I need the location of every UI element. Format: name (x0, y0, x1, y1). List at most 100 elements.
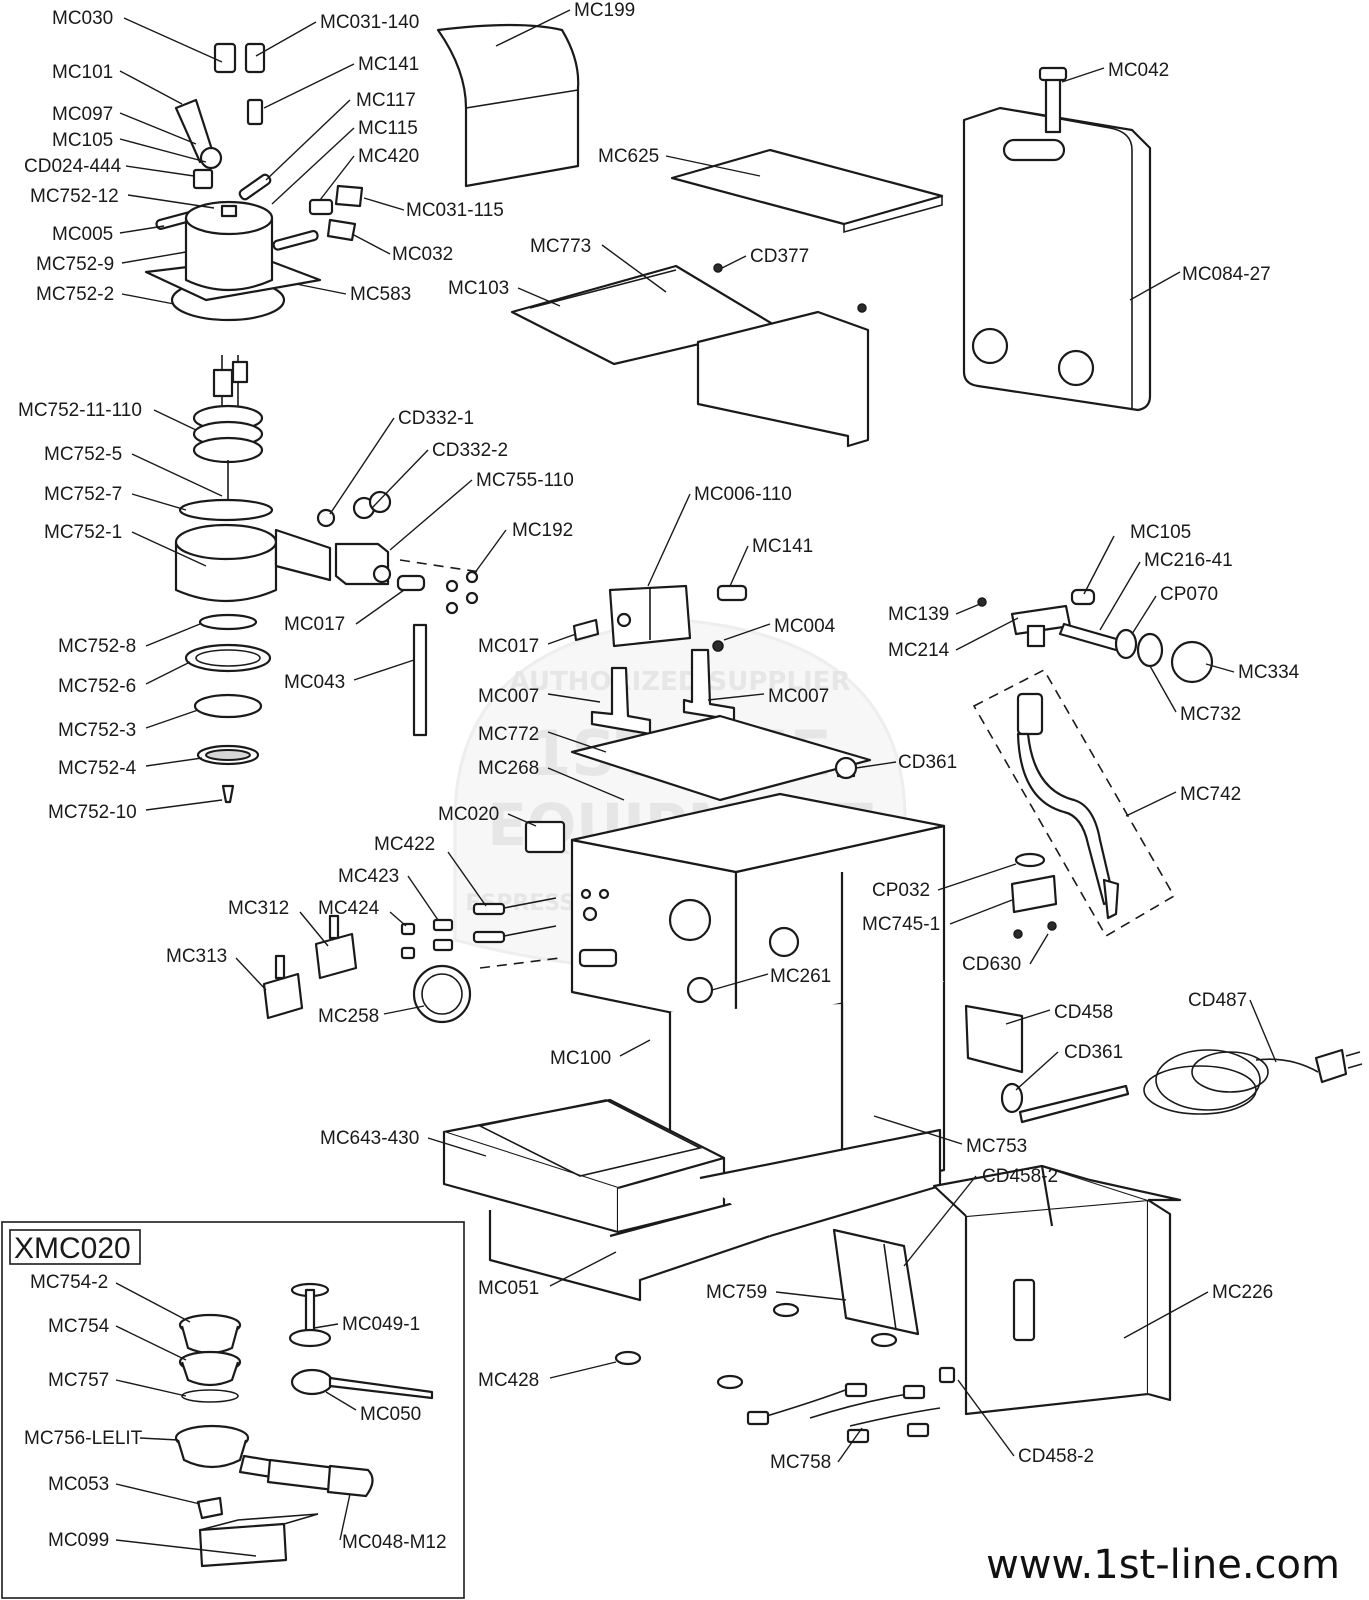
callout-mc103: MC103 (448, 278, 509, 299)
kit-callout-mc099: MC099 (48, 1530, 109, 1551)
callout-mc084-27: MC084-27 (1182, 264, 1271, 285)
callout-mc214: MC214 (888, 640, 950, 661)
callout-mc139: MC139 (888, 604, 949, 625)
callout-cd024-444: CD024-444 (24, 156, 122, 177)
kit-callout-mc754: MC754 (48, 1316, 110, 1337)
callout-mc752-11-110: MC752-11-110 (18, 400, 142, 421)
callout-mc752-12: MC752-12 (30, 186, 119, 207)
callout-mc625: MC625 (598, 146, 659, 167)
group-head (174, 490, 481, 737)
kit-callout-mc050: MC050 (360, 1404, 421, 1425)
box-and-manual (832, 1164, 1182, 1416)
switches-gauge (262, 897, 557, 1024)
callout-mc752-3: MC752-3 (58, 720, 136, 741)
callout-mc101: MC101 (52, 62, 113, 83)
callout-mc216-41: MC216-41 (1144, 550, 1233, 571)
callout-mc261: MC261 (770, 966, 831, 987)
callout-labels: MC030 MC031-140 MC101 MC141 MC097 MC117 … (18, 0, 1300, 1557)
drip-tray (442, 1098, 942, 1302)
callout-mc773: MC773 (530, 236, 591, 257)
callout-mc643-430: MC643-430 (320, 1128, 419, 1149)
steam-valve (977, 588, 1214, 684)
callout-mc752-9: MC752-9 (36, 254, 114, 275)
cup-tray-plate (670, 148, 944, 234)
callout-mc017: MC017 (284, 614, 345, 635)
callout-cd377: CD377 (750, 246, 809, 267)
callout-mc115: MC115 (358, 118, 418, 139)
callout-mc004: MC004 (774, 616, 836, 637)
callout-cp032: CP032 (872, 880, 930, 901)
solenoid-valve (572, 584, 748, 652)
callout-mc752-1: MC752-1 (44, 522, 122, 543)
callout-mc752-5: MC752-5 (44, 444, 122, 465)
callout-cd332-2: CD332-2 (432, 440, 508, 461)
callout-mc752-10: MC752-10 (48, 802, 137, 823)
water-tank (962, 66, 1152, 412)
callout-mc032: MC032 (392, 244, 453, 265)
callout-mc100: MC100 (550, 1048, 611, 1069)
callout-mc420: MC420 (358, 146, 419, 167)
callout-mc005: MC005 (52, 224, 113, 245)
callout-mc105-b: MC105 (1130, 522, 1191, 543)
kit-box: XMC020 (1, 1221, 465, 1599)
callout-mc755-110: MC755-110 (476, 470, 574, 491)
callout-cd458-2-b: CD458-2 (1018, 1446, 1094, 1467)
callout-mc007: MC007 (478, 686, 539, 707)
callout-mc745-1: MC745-1 (862, 914, 940, 935)
feet-and-wires (614, 1302, 956, 1444)
kit-callout-mc049-1: MC049-1 (342, 1314, 420, 1335)
callout-mc752-7: MC752-7 (44, 484, 122, 505)
callout-mc051: MC051 (478, 1278, 539, 1299)
kit-callout-mc757: MC757 (48, 1370, 109, 1391)
callout-cd361-b: CD361 (1064, 1042, 1123, 1063)
lid-frame (510, 263, 870, 448)
callout-mc758: MC758 (770, 1452, 831, 1473)
watermark-arc-text: AUTHORIZED SUPPLIER (510, 667, 851, 697)
kit-callout-mc756-lelit: MC756-LELIT (24, 1428, 143, 1449)
callout-mc732: MC732 (1180, 704, 1241, 725)
callout-mc097: MC097 (52, 104, 113, 125)
top-cover (436, 23, 580, 188)
callout-mc753: MC753 (966, 1136, 1027, 1157)
callout-cp070: CP070 (1160, 584, 1218, 605)
right-small-parts (834, 756, 1058, 939)
callout-cd630: CD630 (962, 954, 1021, 975)
callout-mc752-2: MC752-2 (36, 284, 114, 305)
kit-callout-mc053: MC053 (48, 1474, 109, 1495)
callout-mc105: MC105 (52, 130, 113, 151)
callout-mc030: MC030 (52, 8, 113, 29)
callout-mc031-115: MC031-115 (406, 200, 504, 221)
callout-mc020: MC020 (438, 804, 499, 825)
kit-callout-mc754-2: MC754-2 (30, 1272, 108, 1293)
callout-mc334: MC334 (1238, 662, 1300, 683)
callout-cd487: CD487 (1188, 990, 1247, 1011)
callout-mc031-140: MC031-140 (320, 12, 419, 33)
callout-mc258: MC258 (318, 1006, 379, 1027)
callout-mc752-4: MC752-4 (58, 758, 137, 779)
steam-wand (972, 668, 1176, 938)
callout-mc742: MC742 (1180, 784, 1241, 805)
callout-mc017-b: MC017 (478, 636, 539, 657)
callout-mc772: MC772 (478, 724, 539, 745)
kit-callout-mc048-m12: MC048-M12 (342, 1532, 447, 1553)
callout-mc192: MC192 (512, 520, 573, 541)
callout-cd361: CD361 (898, 752, 957, 773)
callout-mc117: MC117 (356, 90, 416, 111)
callout-mc313: MC313 (166, 946, 227, 967)
callout-mc752-6: MC752-6 (58, 676, 136, 697)
callout-mc424: MC424 (318, 898, 380, 919)
callout-mc423: MC423 (338, 866, 399, 887)
callout-mc759: MC759 (706, 1282, 767, 1303)
callout-mc042: MC042 (1108, 60, 1169, 81)
callout-mc226: MC226 (1212, 1282, 1273, 1303)
callout-mc583: MC583 (350, 284, 411, 305)
callout-mc043: MC043 (284, 672, 345, 693)
chassis (479, 714, 946, 1194)
callout-mc268: MC268 (478, 758, 539, 779)
boiler-assembly (144, 200, 322, 322)
callout-cd458: CD458 (1054, 1002, 1113, 1023)
callout-mc006-110: MC006-110 (694, 484, 792, 505)
kit-title: XMC020 (14, 1232, 131, 1265)
callout-mc141-b: MC141 (752, 536, 813, 557)
